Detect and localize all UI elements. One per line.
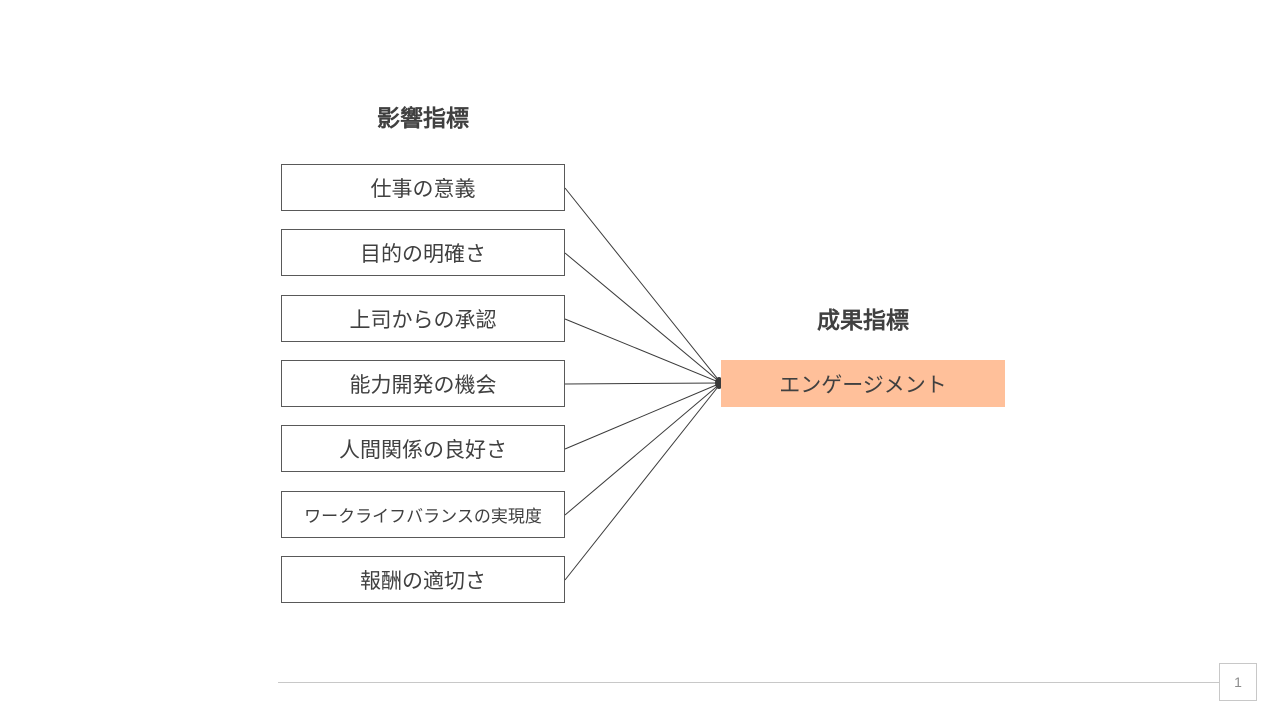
factor-box: 仕事の意義 [281, 164, 565, 211]
factor-box: ワークライフバランスの実現度 [281, 491, 565, 538]
connector-line [564, 318, 722, 384]
page-number: 1 [1219, 663, 1257, 701]
outcome-label: エンゲージメント [779, 372, 947, 397]
factor-box: 上司からの承認 [281, 295, 565, 342]
connector-line [564, 382, 722, 385]
factor-label: 能力開発の機会 [349, 372, 497, 397]
connector-line [564, 382, 722, 516]
influence-heading: 影響指標 [377, 106, 469, 132]
outcome-box: エンゲージメント [721, 360, 1005, 407]
footer-divider [278, 682, 1220, 683]
factor-label: 報酬の適切さ [360, 568, 486, 593]
factor-box: 能力開発の機会 [281, 360, 565, 407]
factor-label: 目的の明確さ [360, 241, 486, 266]
connector-line [564, 382, 722, 581]
connector-line [564, 187, 722, 384]
factor-box: 人間関係の良好さ [281, 425, 565, 472]
connector-line [564, 252, 722, 384]
factor-box: 報酬の適切さ [281, 556, 565, 603]
connector-line [564, 382, 722, 450]
factor-label: 人間関係の良好さ [339, 437, 507, 462]
factor-label: 上司からの承認 [349, 307, 497, 332]
factor-box: 目的の明確さ [281, 229, 565, 276]
outcome-heading: 成果指標 [817, 308, 909, 334]
factor-label: ワークライフバランスの実現度 [304, 507, 542, 527]
factor-label: 仕事の意義 [370, 176, 476, 201]
